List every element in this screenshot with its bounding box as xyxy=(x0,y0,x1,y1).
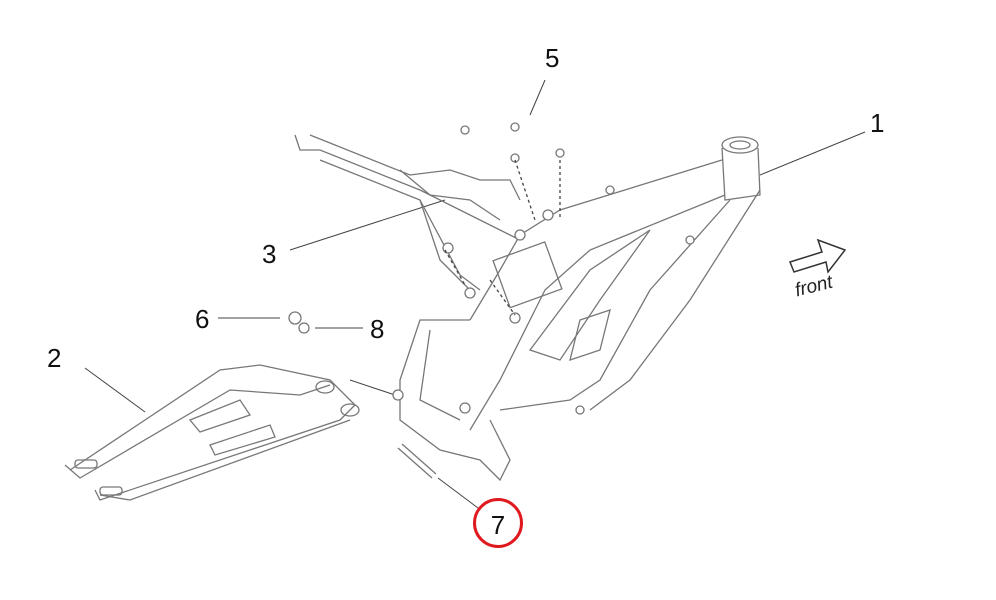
swingarm xyxy=(64,364,360,501)
assembly-arrows xyxy=(444,159,561,316)
front-arrow-icon xyxy=(789,238,847,274)
callout-6: 6 xyxy=(195,304,210,334)
callout-1: 1 xyxy=(870,108,885,138)
axle-shaft xyxy=(397,443,437,479)
leader-lines xyxy=(84,79,866,509)
callout-2: 2 xyxy=(47,343,62,373)
highlight-circle: 7 xyxy=(473,498,523,548)
bolts xyxy=(288,122,695,415)
callout-3: 3 xyxy=(262,239,277,269)
callout-7: 7 xyxy=(490,510,506,540)
main-frame xyxy=(294,134,761,482)
callout-5: 5 xyxy=(545,43,560,73)
callout-8: 8 xyxy=(370,314,385,344)
